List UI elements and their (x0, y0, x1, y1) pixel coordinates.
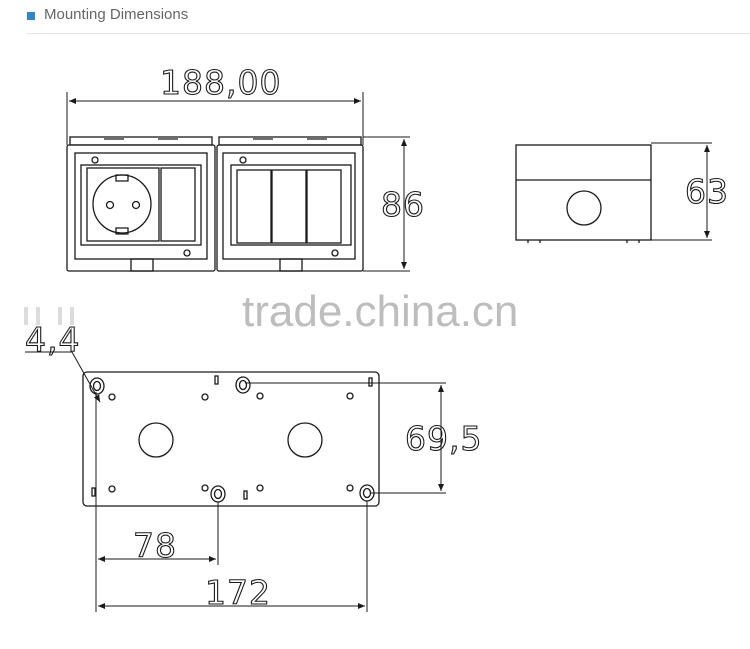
right-lid-screw (239, 156, 247, 164)
dim-hole-horizontal-spacing-label: 172 (205, 573, 271, 612)
switch-rocker-3 (306, 169, 342, 244)
back-knockout-right (287, 422, 323, 458)
left-lid-screw-bottom (183, 249, 191, 257)
section-title: Mounting Dimensions (44, 6, 189, 23)
socket-earth-clip-top (115, 174, 129, 182)
mount-hole-top-mid (235, 376, 251, 394)
right-hinge-strip (218, 136, 362, 146)
section-header: Mounting Dimensions (0, 0, 750, 34)
header-divider (27, 33, 750, 34)
right-latch (279, 258, 303, 272)
dim-hole-diameter (25, 351, 101, 403)
socket-face (92, 174, 152, 234)
dim-depth-side-label: 63 (685, 172, 729, 211)
mount-hole-bottom-mid (210, 485, 226, 503)
right-module-window (230, 164, 352, 246)
mount-hole-top-left (89, 377, 105, 395)
dim-height-front (363, 136, 410, 272)
dim-hole-diameter-label: 4,4 (25, 320, 80, 359)
dim-width-total (66, 92, 364, 145)
side-housing (515, 144, 652, 241)
left-lid-screw (91, 156, 99, 164)
front-view (66, 136, 364, 272)
socket-earth-clip-bottom (115, 227, 129, 235)
side-cable-entry (566, 190, 602, 226)
dim-hole-horizontal-spacing (98, 501, 368, 612)
left-module-lid (74, 152, 208, 260)
socket-plate (86, 167, 160, 242)
dim-hole-vertical-spacing-label: 69,5 (405, 419, 482, 458)
dim-width-total-label: 188,00 (160, 63, 281, 102)
left-switch-rocker (160, 167, 196, 242)
dim-hole-vertical-spacing (245, 382, 446, 494)
dim-height-front-label: 86 (381, 185, 425, 224)
section-bullet-icon (27, 12, 35, 20)
switch-rocker-1 (236, 169, 272, 244)
dim-hole-horizontal-offset (95, 392, 219, 612)
dim-depth-side (651, 142, 712, 241)
left-hinge-strip (69, 136, 213, 146)
dim-hole-horizontal-offset-label: 78 (133, 526, 177, 565)
socket-pin-hole-right (131, 200, 141, 210)
back-plate (82, 371, 380, 507)
watermark: trade.china.cn (242, 287, 518, 336)
side-view (515, 144, 652, 243)
back-view (82, 371, 380, 507)
left-latch (130, 258, 154, 272)
switch-rocker-2 (271, 169, 307, 244)
socket-pin-hole-left (105, 200, 115, 210)
left-module-housing (66, 144, 216, 272)
right-lid-screw-bottom (331, 249, 339, 257)
back-knockout-left (138, 422, 174, 458)
watermark-blur (24, 307, 74, 325)
left-module-window (80, 164, 202, 246)
